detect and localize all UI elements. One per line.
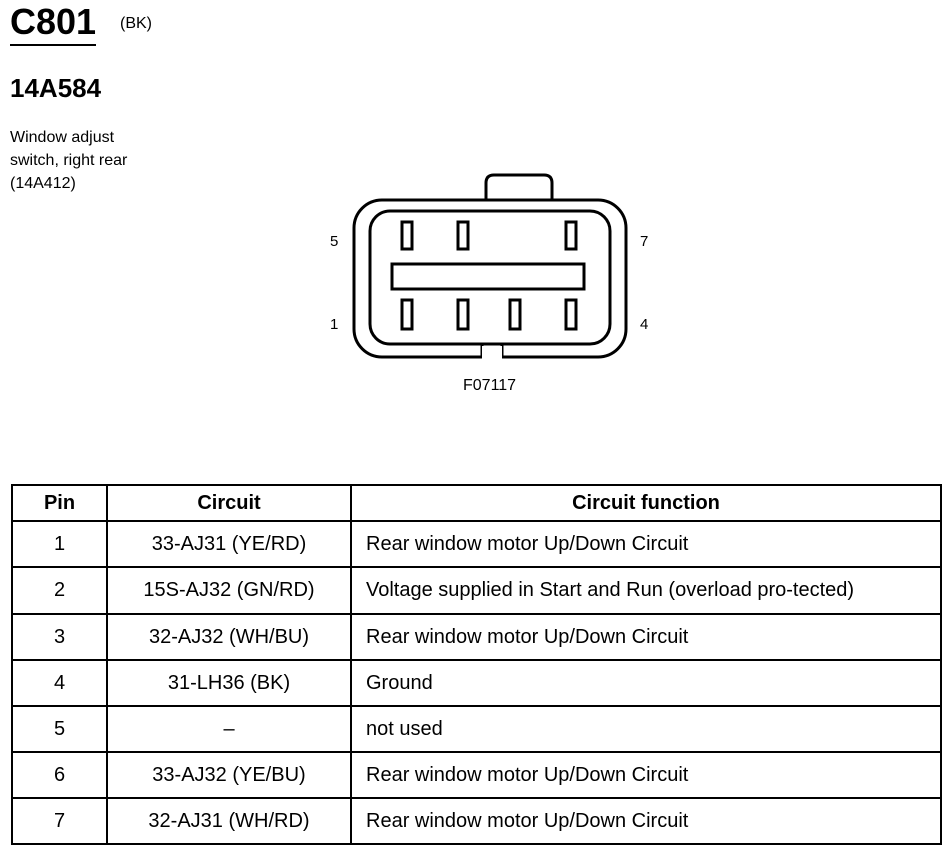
table-row: 6 33-AJ32 (YE/BU) Rear window motor Up/D… bbox=[11, 751, 942, 799]
function-cell: Ground bbox=[350, 659, 942, 707]
pin-cell: 5 bbox=[11, 705, 108, 753]
circuit-cell: 15S-AJ32 (GN/RD) bbox=[106, 566, 352, 615]
connector-color-code: (BK) bbox=[120, 15, 152, 32]
pin-column-header: Pin bbox=[11, 484, 108, 522]
table-row: 3 32-AJ32 (WH/BU) Rear window motor Up/D… bbox=[11, 613, 942, 661]
function-cell: Rear window motor Up/Down Circuit bbox=[350, 520, 942, 568]
connector-face-diagram: 5 7 1 4 bbox=[330, 173, 648, 360]
pin-7-cavity bbox=[564, 220, 578, 251]
pin-cell: 2 bbox=[11, 566, 108, 615]
pin-6-cavity bbox=[456, 220, 470, 251]
circuit-cell: 32-AJ32 (WH/BU) bbox=[106, 613, 352, 661]
table-header-row: Pin Circuit Circuit function bbox=[11, 484, 942, 522]
pin-label-7: 7 bbox=[640, 233, 648, 250]
circuit-cell: 31-LH36 (BK) bbox=[106, 659, 352, 707]
pin-cell: 1 bbox=[11, 520, 108, 568]
figure-code: F07117 bbox=[463, 377, 517, 394]
pin-2-cavity bbox=[456, 298, 470, 331]
pin-label-4: 4 bbox=[640, 316, 648, 333]
function-cell: Rear window motor Up/Down Circuit bbox=[350, 751, 942, 799]
function-column-header: Circuit function bbox=[350, 484, 942, 522]
table-row: 4 31-LH36 (BK) Ground bbox=[11, 659, 942, 707]
pin-4-cavity bbox=[564, 298, 578, 331]
function-cell: not used bbox=[350, 705, 942, 753]
title-underline bbox=[10, 44, 96, 46]
connector-id: C801 bbox=[10, 1, 97, 42]
table-row: 5 – not used bbox=[11, 705, 942, 753]
circuit-cell: 33-AJ32 (YE/BU) bbox=[106, 751, 352, 799]
circuit-column-header: Circuit bbox=[106, 484, 352, 522]
part-number: 14A584 bbox=[10, 73, 102, 103]
pinout-table: Pin Circuit Circuit function 1 33-AJ31 (… bbox=[11, 484, 942, 845]
circuit-cell: 32-AJ31 (WH/RD) bbox=[106, 797, 352, 845]
connector-latch bbox=[484, 173, 554, 200]
circuit-cell: 33-AJ31 (YE/RD) bbox=[106, 520, 352, 568]
pin-label-5: 5 bbox=[330, 233, 338, 250]
description-line: (14A412) bbox=[10, 175, 76, 192]
pin-3-cavity bbox=[508, 298, 522, 331]
component-description: Window adjust switch, right rear (14A412… bbox=[10, 126, 210, 195]
description-line: switch, right rear bbox=[10, 152, 128, 169]
pin-5-cavity bbox=[400, 220, 414, 251]
table-row: 7 32-AJ31 (WH/RD) Rear window motor Up/D… bbox=[11, 797, 942, 845]
table-row: 1 33-AJ31 (YE/RD) Rear window motor Up/D… bbox=[11, 520, 942, 568]
circuit-cell: – bbox=[106, 705, 352, 753]
function-cell: Rear window motor Up/Down Circuit bbox=[350, 613, 942, 661]
function-cell: Rear window motor Up/Down Circuit bbox=[350, 797, 942, 845]
table-row: 2 15S-AJ32 (GN/RD) Voltage supplied in S… bbox=[11, 566, 942, 615]
connector-inner-wall bbox=[368, 209, 612, 346]
pin-label-1: 1 bbox=[330, 316, 338, 333]
pin-1-cavity bbox=[400, 298, 414, 331]
pin-cell: 3 bbox=[11, 613, 108, 661]
pin-cell: 7 bbox=[11, 797, 108, 845]
description-line: Window adjust bbox=[10, 129, 115, 146]
pin-cell: 6 bbox=[11, 751, 108, 799]
center-key-bar bbox=[390, 262, 586, 291]
pin-cell: 4 bbox=[11, 659, 108, 707]
function-cell: Voltage supplied in Start and Run (overl… bbox=[350, 566, 942, 615]
